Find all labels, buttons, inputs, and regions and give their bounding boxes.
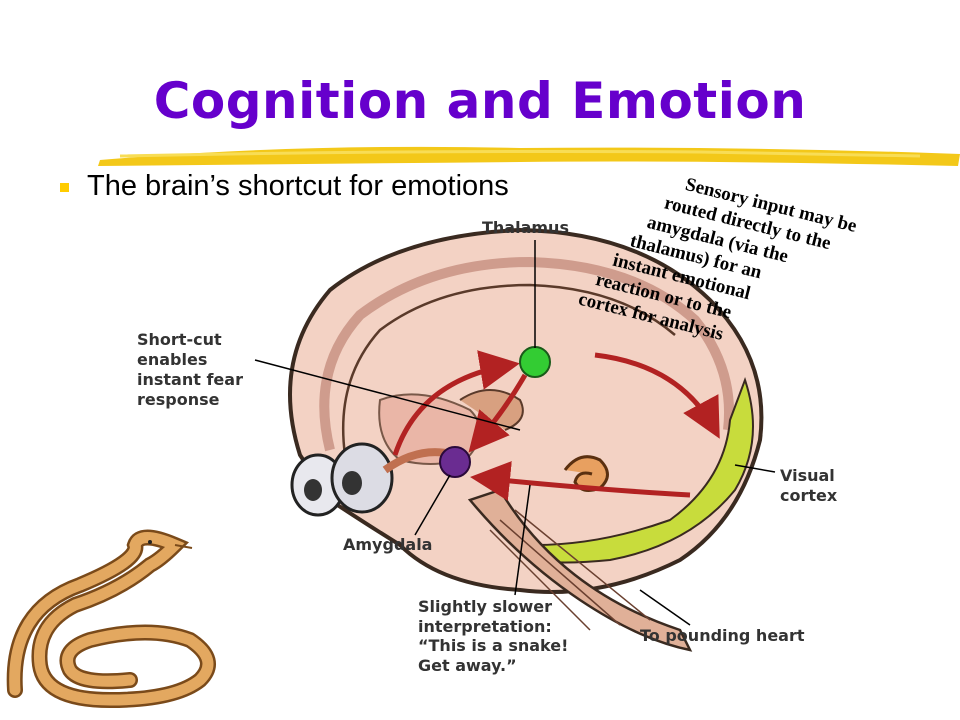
label-visual-cortex: Visual cortex <box>780 466 837 506</box>
label-slower-line: Slightly slower <box>418 597 552 616</box>
leader-shortcut <box>254 359 521 431</box>
label-shortcut-line: enables <box>137 350 208 369</box>
brainstem <box>467 488 693 652</box>
brainstem-lines <box>489 509 651 631</box>
label-pounding-heart: To pounding heart <box>640 626 805 645</box>
amygdala-dot <box>439 446 471 478</box>
pupil-right <box>342 471 362 495</box>
label-slower-line: “This is a snake! <box>418 636 569 656</box>
label-visual-cortex-line: cortex <box>780 486 838 505</box>
title-underline <box>98 146 960 166</box>
brain-outline <box>288 227 764 594</box>
eye-right <box>330 442 394 514</box>
bullet-text: The brain’s shortcut for emotions <box>87 170 509 202</box>
label-shortcut-line: Short-cut <box>137 330 222 349</box>
label-amygdala: Amygdala <box>343 535 433 554</box>
label-slower-line: Get away.” <box>418 655 517 675</box>
bullet-square-icon <box>60 183 69 192</box>
label-visual-cortex-line: Visual <box>780 466 835 485</box>
label-shortcut: Short-cut enables instant fear response <box>137 330 243 410</box>
label-thalamus: Thalamus <box>482 218 569 237</box>
leader-slower <box>514 484 531 596</box>
slide-title: Cognition and Emotion <box>153 72 807 130</box>
title-underline-streak <box>119 150 921 158</box>
brain-inner-fold <box>319 256 735 452</box>
label-slower-interpretation: Slightly slower interpretation: “This is… <box>418 597 568 675</box>
label-shortcut-line: instant fear <box>137 370 243 389</box>
pupil-left <box>304 479 322 501</box>
bullet-item: The brain’s shortcut for emotions <box>60 170 509 203</box>
leader-visual-cortex <box>734 464 776 473</box>
snake-illustration <box>6 529 216 709</box>
label-slower-line: interpretation: <box>418 616 552 636</box>
leader-amygdala <box>414 474 451 536</box>
arrow-eye-to-thalamus <box>392 350 520 456</box>
arrow-cortex-to-amygdala <box>470 461 691 501</box>
arrow-thalamus-to-cortex <box>594 352 720 439</box>
label-shortcut-line: response <box>137 390 220 409</box>
arrow-thalamus-to-amygdala <box>468 373 528 453</box>
brain-inner-edge <box>341 283 676 456</box>
leader-heart <box>639 589 691 626</box>
thalamus-dot <box>519 346 551 378</box>
